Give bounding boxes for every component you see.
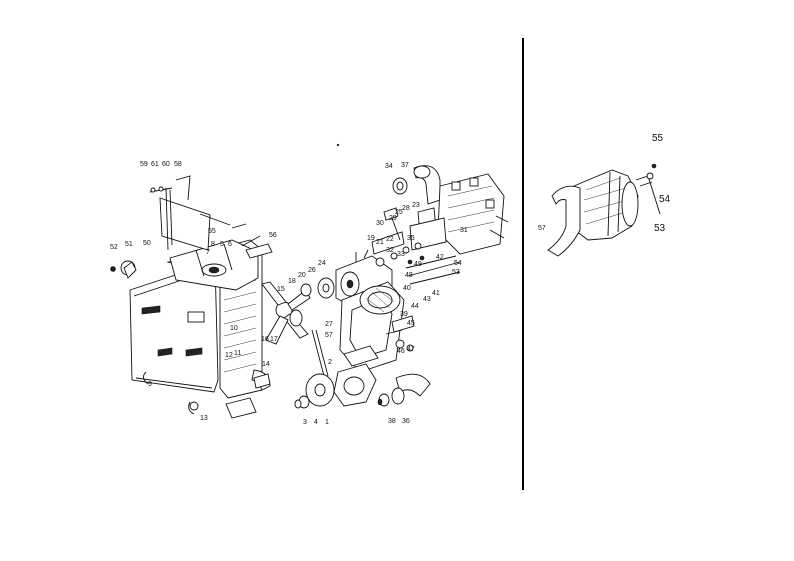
label-31: 31 — [460, 227, 468, 234]
inset-label-57: 57 — [538, 225, 546, 232]
label-48: 48 — [405, 272, 413, 279]
label-55: 55 — [208, 228, 216, 235]
part-number-labels: 59 61 60 58 52 51 50 56 55 13 12 11 10 1… — [110, 161, 468, 426]
thermostat-housing-assembly — [371, 165, 509, 267]
label-29: 29 — [389, 215, 397, 222]
label-61: 61 — [151, 161, 159, 168]
label-49: 49 — [414, 261, 422, 268]
label-3: 3 — [303, 419, 307, 426]
label-33: 33 — [397, 251, 405, 258]
label-10: 10 — [230, 325, 238, 332]
label-52: 52 — [110, 244, 118, 251]
label-25: 25 — [395, 209, 403, 216]
label-11: 11 — [234, 350, 241, 357]
inset-alternator-assembly: 55 54 53 57 — [538, 133, 671, 257]
label-44: 44 — [411, 303, 419, 310]
label-8: 8 — [211, 241, 215, 248]
inset-label-54: 54 — [659, 194, 671, 205]
label-56: 56 — [269, 232, 277, 239]
fan-assembly — [261, 277, 335, 345]
label-47: 47 — [407, 346, 415, 353]
label-16: 16 — [261, 336, 269, 343]
label-13: 13 — [200, 415, 208, 422]
label-19: 19 — [367, 235, 375, 242]
inset-label-55: 55 — [652, 133, 664, 144]
inset-label-53: 53 — [654, 223, 666, 234]
label-27: 27 — [325, 321, 333, 328]
label-46: 46 — [397, 348, 405, 355]
label-36: 36 — [402, 418, 410, 425]
label-26: 26 — [308, 267, 316, 274]
water-pump-assembly — [294, 249, 461, 409]
label-41: 41 — [432, 290, 440, 297]
label-4: 4 — [314, 419, 318, 426]
label-18: 18 — [288, 278, 296, 285]
label-30: 30 — [376, 220, 384, 227]
label-7: 7 — [206, 249, 210, 256]
label-22: 22 — [386, 236, 394, 243]
label-2: 2 — [328, 359, 332, 366]
label-6: 6 — [228, 241, 232, 248]
label-42: 42 — [436, 254, 444, 261]
label-1: 1 — [325, 419, 329, 426]
label-58: 58 — [174, 161, 182, 168]
label-59: 59 — [140, 161, 148, 168]
label-20: 20 — [298, 272, 306, 279]
radiator-assembly — [110, 175, 273, 419]
label-9: 9 — [148, 381, 152, 388]
label-43: 43 — [423, 296, 431, 303]
label-17: 17 — [270, 336, 278, 343]
label-60: 60 — [162, 161, 170, 168]
label-15: 15 — [277, 286, 285, 293]
label-45: 45 — [407, 320, 415, 327]
label-37: 37 — [401, 162, 409, 169]
label-40: 40 — [403, 285, 411, 292]
label-34: 34 — [385, 163, 393, 170]
label-12: 12 — [225, 352, 233, 359]
label-51: 51 — [125, 241, 133, 248]
label-28: 28 — [402, 205, 410, 212]
label-54: 54 — [454, 260, 462, 267]
label-32: 32 — [386, 247, 394, 254]
label-38: 38 — [388, 418, 396, 425]
label-5: 5 — [220, 241, 224, 248]
label-57: 57 — [325, 332, 333, 339]
label-53: 53 — [452, 269, 460, 276]
label-14: 14 — [262, 361, 270, 368]
label-39: 39 — [400, 311, 408, 318]
label-24: 24 — [318, 260, 326, 267]
label-50: 50 — [143, 240, 151, 247]
label-21: 21 — [376, 239, 384, 246]
label-35: 35 — [407, 235, 415, 242]
label-23: 23 — [412, 202, 420, 209]
